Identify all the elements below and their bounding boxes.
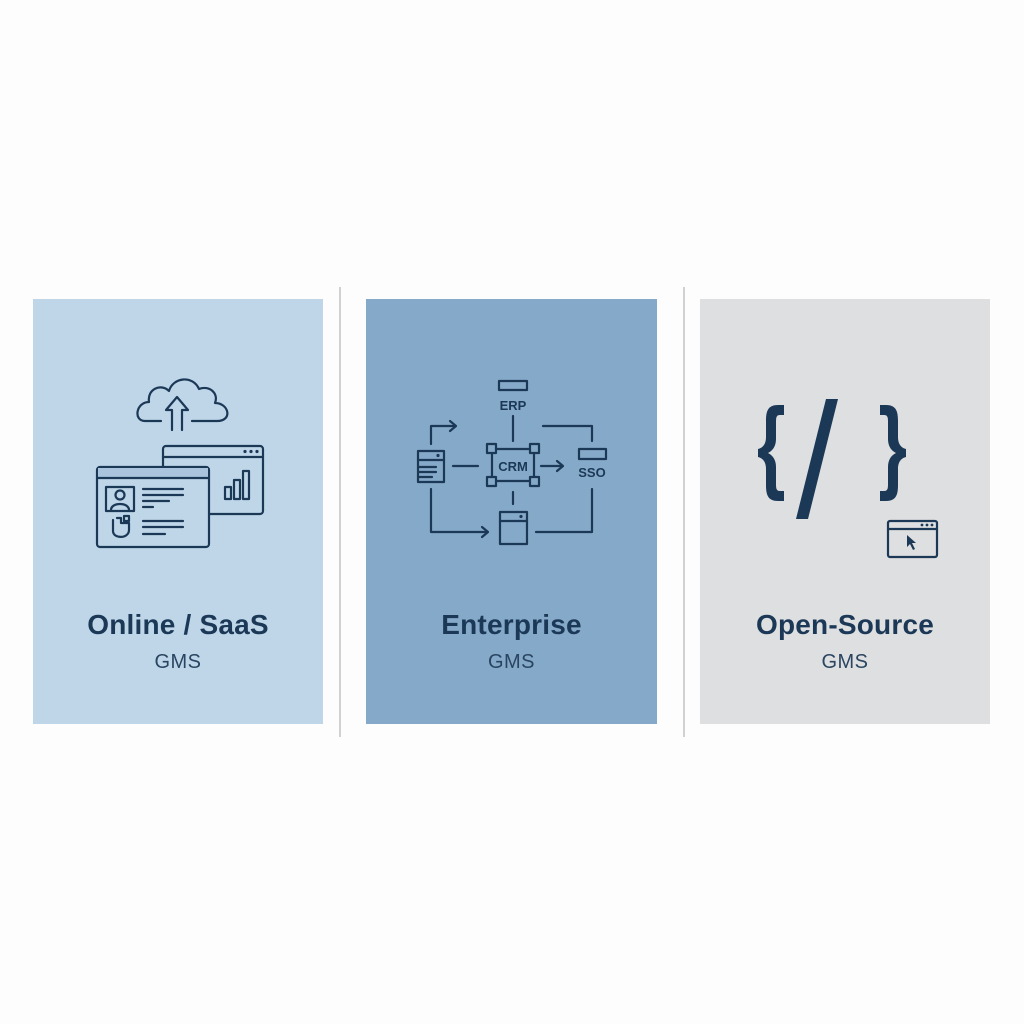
card-subtitle: GMS	[821, 651, 869, 673]
code-brackets-icon	[700, 299, 990, 599]
cloud-upload-icon	[136, 378, 229, 432]
card-subtitle: GMS	[154, 651, 202, 673]
card-title: Online / SaaS	[87, 609, 269, 640]
crm-node-icon: CRM	[485, 442, 541, 488]
divider	[339, 287, 341, 737]
browser-cursor-icon	[886, 519, 939, 559]
card-subtitle: GMS	[487, 651, 536, 673]
profile-window-icon	[95, 465, 211, 549]
database-node-icon	[498, 510, 529, 546]
card-title: Enterprise	[441, 609, 582, 640]
sso-node-icon	[577, 447, 608, 461]
card-title: Open-Source	[755, 609, 934, 640]
cloud-upload-browser-icon	[33, 299, 323, 599]
svg-text:CRM: CRM	[498, 459, 528, 474]
card-open-source: Open-Source GMS	[700, 299, 990, 724]
sso-label: SSO	[578, 465, 605, 480]
integration-network-icon: ERP CRM	[366, 299, 657, 599]
erp-node-icon	[497, 379, 529, 392]
card-online-saas: Online / SaaS GMS	[33, 299, 323, 724]
card-enterprise: ERP CRM	[366, 299, 657, 724]
server-node-icon	[416, 449, 446, 484]
erp-label: ERP	[500, 398, 527, 413]
divider	[683, 287, 685, 737]
